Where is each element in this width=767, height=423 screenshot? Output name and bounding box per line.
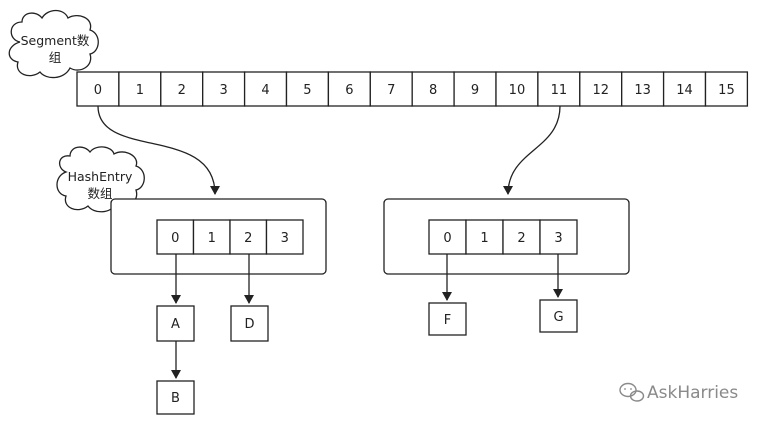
- segment-cell-label: 14: [676, 83, 693, 98]
- segment-cell: 12: [579, 71, 623, 107]
- segment-label-line2: 组: [49, 50, 62, 65]
- left-hashentry-cell-label: 2: [244, 231, 252, 246]
- left-hashentry-cell-label: 0: [171, 231, 179, 246]
- segment-cell: 14: [662, 71, 707, 107]
- segment-cell-label: 3: [220, 83, 228, 98]
- watermark: AskHarries: [619, 382, 738, 403]
- segment-cell-label: 1: [136, 83, 144, 98]
- right-hashentry-cell: 2: [502, 219, 541, 255]
- hashentry-label-line1: HashEntry: [68, 169, 133, 184]
- node-F-label: F: [444, 313, 451, 328]
- node-G: G: [539, 299, 578, 333]
- segment-0-to-left-table-arrow: [97, 105, 220, 195]
- watermark-text: AskHarries: [647, 383, 738, 403]
- left-hashentry-cell: 3: [265, 219, 304, 255]
- segment-cell-label: 11: [551, 83, 568, 98]
- segment-label-line1: Segment数: [21, 33, 90, 48]
- left-hashentry-cell-label: 1: [208, 231, 216, 246]
- segment-cell-label: 6: [345, 83, 353, 98]
- segment-cell-label: 12: [592, 83, 609, 98]
- node-B-label: B: [171, 391, 180, 406]
- segment-cell-label: 0: [94, 83, 102, 98]
- segment-cell: 4: [243, 71, 288, 107]
- segment-cell: 13: [621, 71, 665, 107]
- segment-cell-label: 2: [178, 83, 186, 98]
- node-B: B: [156, 380, 195, 415]
- right-hashentry-cell-label: 2: [517, 231, 525, 246]
- segment-cell-label: 5: [303, 83, 311, 98]
- segment-cell-label: 9: [471, 83, 479, 98]
- segment-cell-label: 10: [509, 83, 526, 98]
- node-A-label: A: [171, 317, 180, 332]
- left-hashentry-cell-label: 3: [281, 231, 289, 246]
- segment-cell-label: 4: [261, 83, 269, 98]
- segment-cell-label: 8: [429, 83, 437, 98]
- segment-cell: 5: [285, 71, 330, 107]
- node-A: A: [156, 305, 195, 342]
- node-D-label: D: [244, 317, 254, 332]
- segment-cell: 7: [369, 71, 413, 107]
- segment-cell: 11: [537, 71, 581, 107]
- right-hashentry-cell-label: 3: [554, 231, 562, 246]
- left-hashentry-array: 0 1 2 3: [156, 219, 304, 255]
- segment-cell: 1: [118, 71, 162, 107]
- right-hashentry-cell-label: 0: [443, 231, 451, 246]
- left-hashentry-cell: 2: [229, 219, 268, 255]
- segment-cell-label: 15: [718, 83, 735, 98]
- right-hashentry-cell-label: 1: [480, 231, 488, 246]
- right-hashentry-cell: 0: [428, 219, 467, 255]
- node-D: D: [230, 305, 269, 342]
- segment-cell: 2: [160, 71, 204, 107]
- left-hashentry-cell: 1: [192, 219, 231, 255]
- right-hashentry-array: 0 1 2 3: [428, 219, 578, 255]
- hashentry-array-label: HashEntry 数组: [56, 146, 145, 213]
- segment-11-to-right-table-arrow: [503, 105, 561, 195]
- segment-cell: 8: [411, 71, 455, 107]
- segment-cell: 3: [202, 71, 246, 107]
- segment-cell-label: 7: [387, 83, 395, 98]
- segment-cell-label: 13: [634, 83, 651, 98]
- segment-array-label: Segment数 组: [8, 9, 99, 79]
- node-G-label: G: [553, 310, 563, 325]
- right-hashentry-cell: 1: [465, 219, 504, 255]
- wechat-icon: [619, 382, 645, 402]
- segment-cell: 0: [76, 71, 120, 107]
- hashentry-label-line2: 数组: [87, 186, 112, 201]
- segment-cell: 9: [453, 71, 497, 107]
- segment-cell: 15: [704, 71, 749, 107]
- right-hashentry-cell: 3: [539, 219, 578, 255]
- segment-cell: 10: [495, 71, 539, 107]
- left-hashentry-cell: 0: [156, 219, 195, 255]
- segment-cell: 6: [327, 71, 371, 107]
- node-F: F: [428, 302, 467, 336]
